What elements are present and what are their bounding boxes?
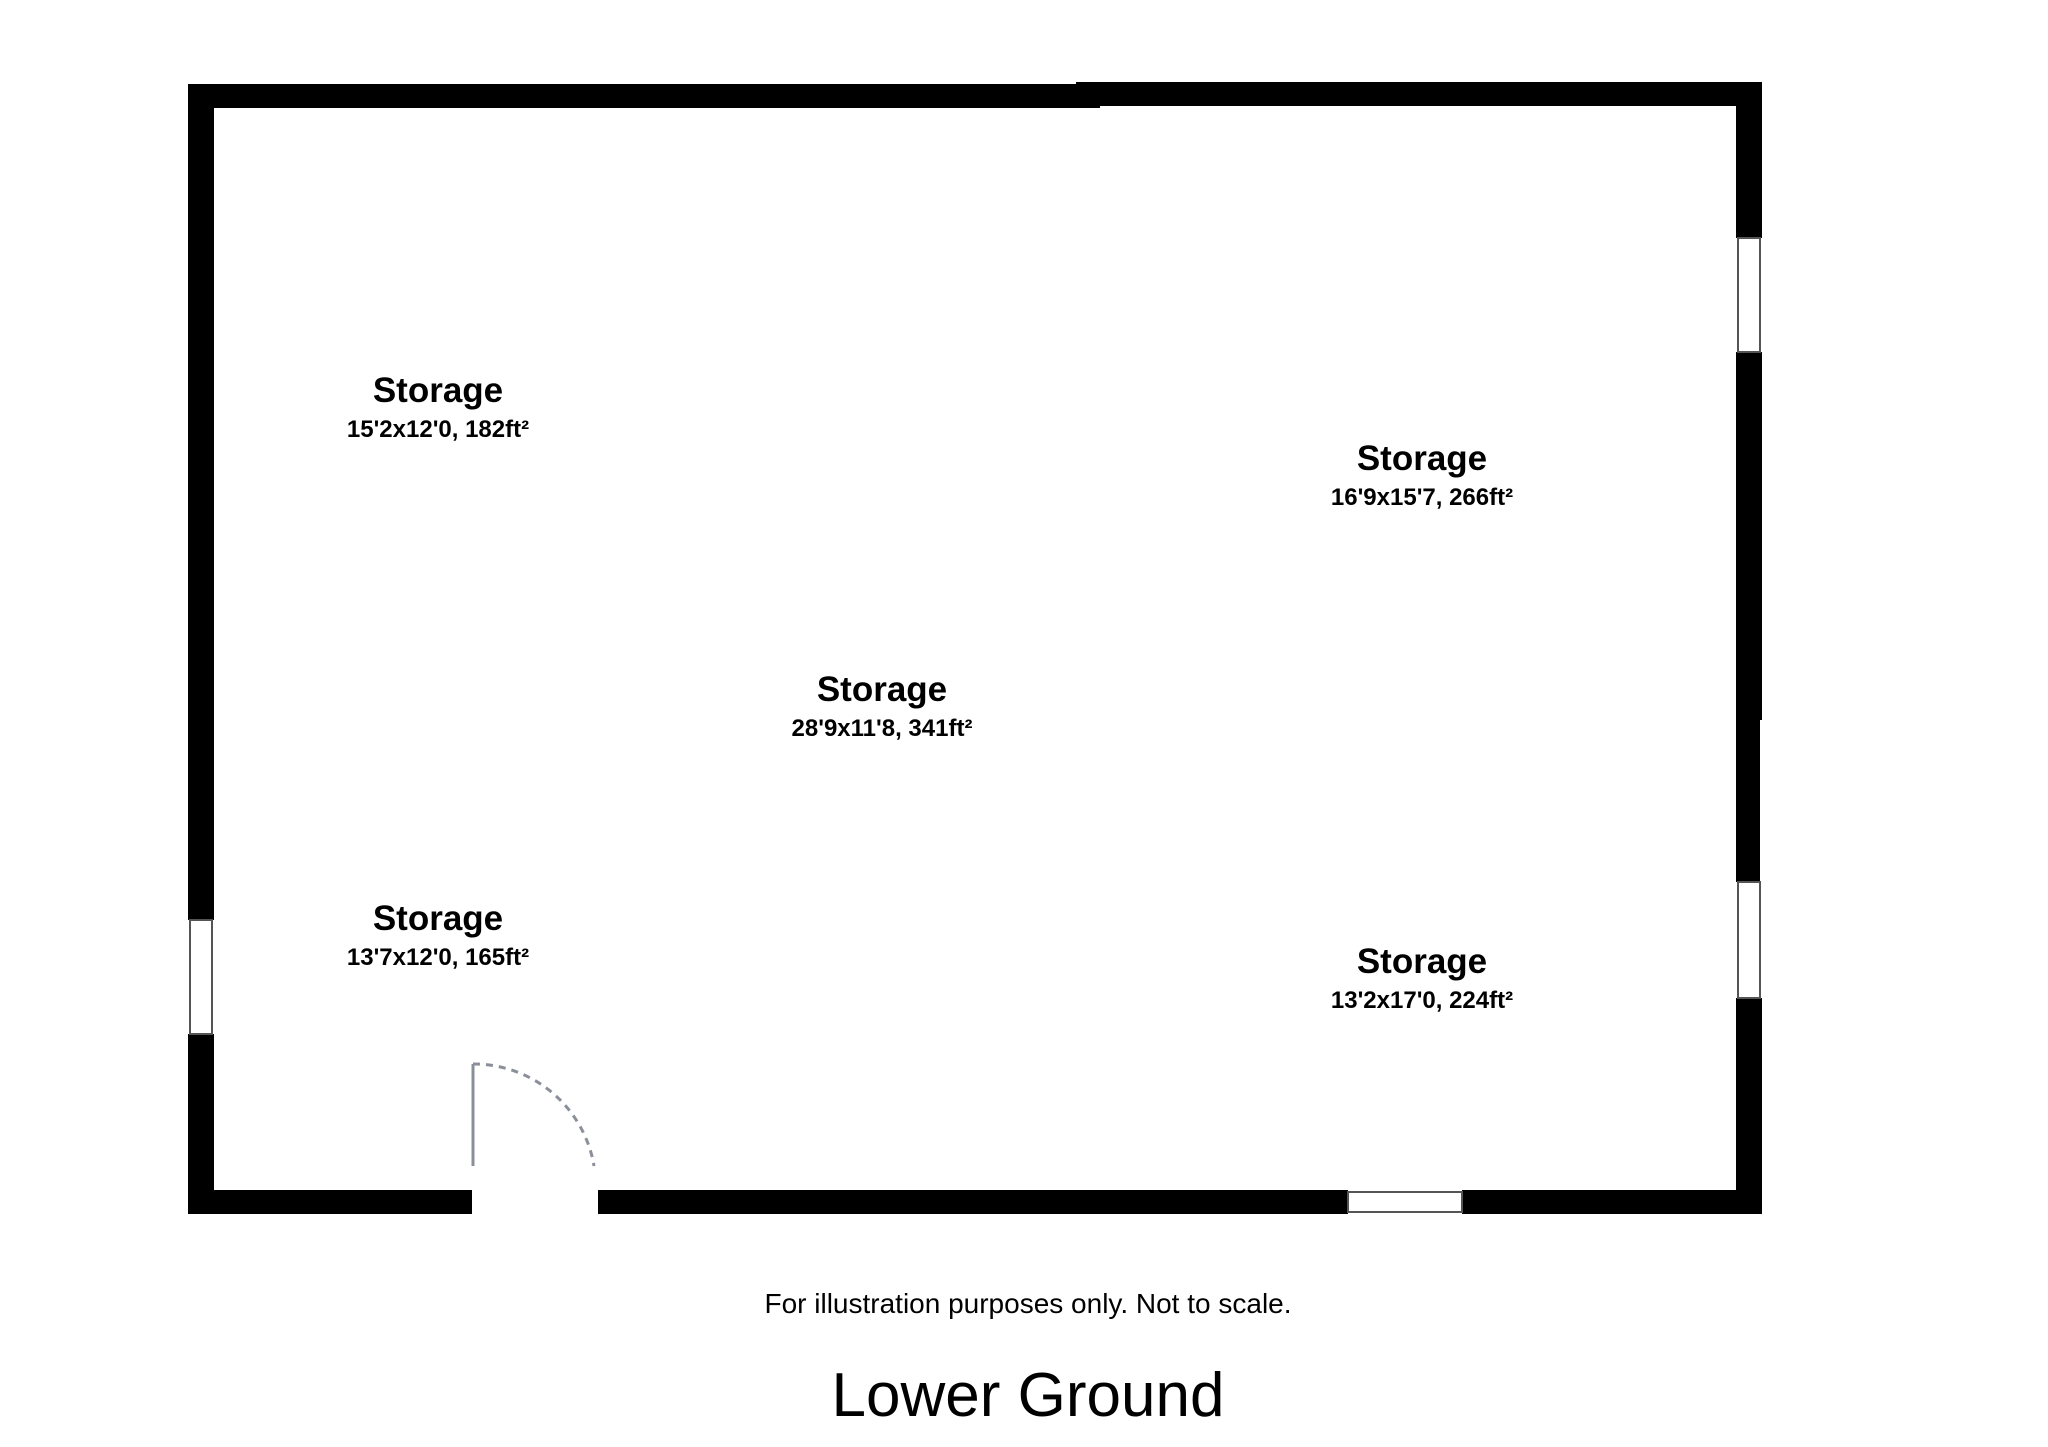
room-dimensions: 13'7x12'0, 165ft² [346, 944, 530, 971]
room-dimensions: 13'2x17'0, 224ft² [1330, 987, 1514, 1014]
wall-top-left [188, 84, 1100, 108]
wall-bottom-left [188, 1190, 472, 1214]
room-dimensions: 15'2x12'0, 182ft² [346, 416, 530, 443]
room-dimensions: 28'9x11'8, 341ft² [791, 715, 973, 742]
room-storage-top-left: Storage 15'2x12'0, 182ft² [347, 370, 529, 446]
wall-right-lower [1736, 998, 1762, 1214]
room-name: Storage [1356, 942, 1488, 981]
entrance-door [471, 1062, 596, 1167]
room-storage-bottom-left: Storage 13'7x12'0, 165ft² [347, 898, 529, 974]
window-right-upper [1737, 237, 1761, 353]
wall-right-middle [1736, 352, 1762, 720]
floor-title: Lower Ground [831, 1361, 1225, 1430]
wall-left-upper [188, 84, 214, 920]
window-right-lower [1737, 881, 1761, 999]
room-name: Storage [1356, 439, 1488, 478]
room-storage-center: Storage 28'9x11'8, 341ft² [792, 669, 973, 745]
room-name: Storage [816, 670, 948, 709]
room-storage-top-right: Storage 16'9x15'7, 266ft² [1331, 438, 1513, 514]
room-name: Storage [372, 899, 504, 938]
wall-right-upper [1736, 82, 1762, 238]
window-bottom [1347, 1191, 1463, 1213]
wall-top-right [1076, 82, 1760, 106]
door-swing-arc [472, 1062, 596, 1167]
disclaimer-text: For illustration purposes only. Not to s… [764, 1288, 1292, 1319]
wall-bottom-middle [598, 1190, 1348, 1214]
room-name: Storage [372, 371, 504, 410]
wall-right-middle-2 [1736, 700, 1760, 882]
window-left [189, 919, 213, 1035]
room-storage-bottom-right: Storage 13'2x17'0, 224ft² [1331, 941, 1513, 1017]
room-dimensions: 16'9x15'7, 266ft² [1330, 484, 1514, 511]
wall-left-lower [188, 1034, 214, 1214]
wall-bottom-right [1462, 1190, 1762, 1214]
